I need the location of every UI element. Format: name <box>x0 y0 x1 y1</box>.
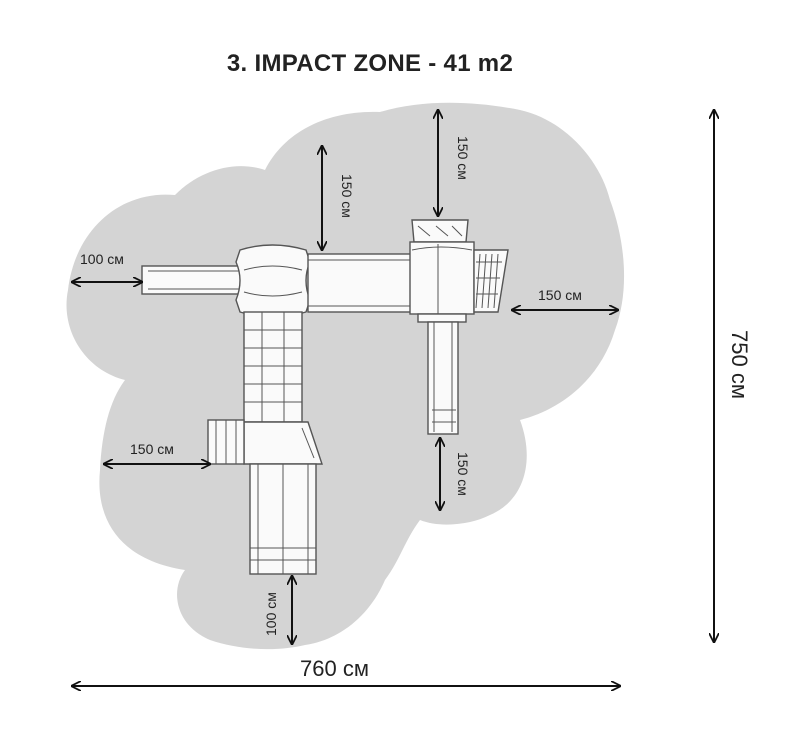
left-slide <box>141 265 243 295</box>
right-slide <box>427 321 459 435</box>
lower-platform <box>243 421 323 465</box>
dim-top-left-label: 150 см <box>339 174 355 218</box>
dim-lower-left-label: 150 см <box>130 441 174 457</box>
impact-zone-area <box>66 102 625 650</box>
right-tower <box>409 219 475 323</box>
dim-bottom-label: 100 см <box>263 592 279 636</box>
diagram-title: 3. IMPACT ZONE - 41 m2 <box>226 50 514 77</box>
bridge <box>307 253 415 313</box>
ladder <box>243 311 303 423</box>
dim-total-height-label: 750 см <box>727 330 752 399</box>
right-steps <box>473 249 509 313</box>
dim-lower-right-label: 150 см <box>455 452 471 496</box>
dim-right-label: 150 см <box>538 287 582 303</box>
lower-steps <box>207 419 245 465</box>
left-tower <box>235 244 311 318</box>
dim-left-slide-label: 100 см <box>80 251 124 267</box>
bottom-double-slide <box>249 463 317 575</box>
dim-top-right-label: 150 см <box>455 136 471 180</box>
dim-total-width-label: 760 см <box>300 656 369 681</box>
